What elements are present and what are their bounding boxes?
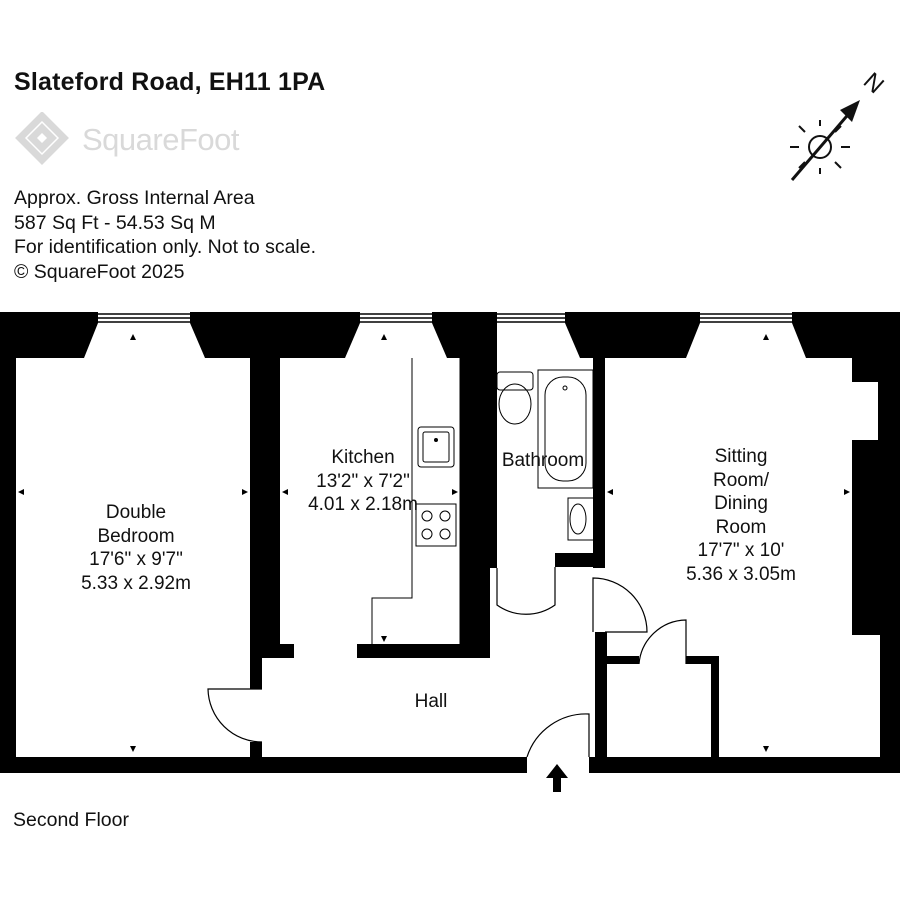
squarefoot-logo: SquareFoot bbox=[12, 111, 272, 168]
sitting-room-metric: 5.36 x 3.05m bbox=[686, 563, 796, 585]
window-kitchen bbox=[360, 313, 432, 323]
kitchen-hob-icon bbox=[415, 503, 457, 547]
property-address: Slateford Road, EH11 1PA bbox=[14, 68, 326, 96]
bedroom-imperial: 17'6" x 9'7" bbox=[89, 549, 183, 570]
top-wall-bedroom-right bbox=[190, 312, 360, 358]
top-wall-bath-right bbox=[565, 312, 700, 358]
bathtub-icon bbox=[537, 369, 594, 489]
bathroom-name: Bathroom bbox=[501, 450, 585, 471]
sitting-room-name: Room/ bbox=[713, 469, 769, 491]
window-bathroom bbox=[497, 313, 565, 323]
compass-icon: N bbox=[790, 70, 889, 181]
sitting-room-name: Sitting bbox=[714, 446, 768, 467]
bath-hall-wall bbox=[487, 356, 497, 568]
entrance-arrow-icon bbox=[546, 764, 568, 792]
area-info-size: 587 Sq Ft - 54.53 Sq M bbox=[14, 211, 216, 234]
window-sitting bbox=[700, 313, 792, 323]
bedroom-hall-wall bbox=[250, 644, 262, 689]
floor-label: Second Floor bbox=[13, 809, 129, 831]
cupboard-top-wall bbox=[607, 656, 639, 664]
bottom-wall-left bbox=[0, 757, 527, 773]
copyright: © SquareFoot 2025 bbox=[14, 260, 185, 283]
squarefoot-logo-icon bbox=[15, 111, 69, 165]
dimension-marker bbox=[130, 334, 136, 340]
top-wall-right bbox=[792, 312, 900, 757]
kitchen-bottom-stub bbox=[262, 644, 294, 658]
kitchen-metric: 4.01 x 2.18m bbox=[308, 494, 418, 515]
kitchen-label: Kitchen 13'2" x 7'2" 4.01 x 2.18m bbox=[288, 446, 438, 517]
bedroom-kitchen-wall bbox=[250, 356, 280, 644]
bedroom-name: Bedroom bbox=[97, 525, 175, 547]
door-entrance bbox=[526, 713, 590, 758]
bedroom-hall-wall-lower bbox=[250, 742, 262, 757]
bath-sitting-wall bbox=[593, 356, 605, 568]
door-bedroom bbox=[207, 688, 263, 743]
bedroom-label: Double Bedroom 17'6" x 9'7" 5.33 x 2.92m bbox=[61, 501, 211, 595]
kitchen-sink-icon bbox=[417, 426, 455, 468]
sitting-room-imperial: 17'7" x 10' bbox=[697, 540, 785, 561]
sitting-room-name: Room bbox=[715, 516, 767, 538]
logo-text: SquareFoot bbox=[82, 122, 240, 157]
toilet-icon bbox=[496, 371, 534, 425]
bathroom-label: Bathroom bbox=[483, 449, 603, 473]
kitchen-imperial: 13'2" x 7'2" bbox=[316, 470, 410, 492]
door-bathroom bbox=[496, 567, 556, 615]
door-sitting bbox=[592, 577, 648, 633]
kitchen-bottom-wall bbox=[357, 644, 490, 658]
top-wall-kitchen-right bbox=[432, 312, 497, 358]
kitchen-bath-wall bbox=[460, 356, 490, 658]
cupboard-right-wall bbox=[711, 656, 719, 757]
bottom-wall-right bbox=[589, 757, 900, 773]
sitting-room-name: Dining bbox=[714, 493, 768, 514]
cupboard-left-wall bbox=[595, 632, 607, 757]
area-info-line: Approx. Gross Internal Area bbox=[14, 187, 255, 209]
bedroom-metric: 5.33 x 2.92m bbox=[81, 572, 191, 594]
disclaimer: For identification only. Not to scale. bbox=[14, 236, 317, 258]
door-cupboard bbox=[638, 619, 687, 665]
hall-name: Hall bbox=[414, 691, 448, 712]
cupboard-top-right bbox=[686, 656, 718, 664]
area-info: Approx. Gross Internal Area 587 Sq Ft - … bbox=[14, 186, 316, 284]
top-wall-left bbox=[0, 312, 98, 757]
kitchen-counter bbox=[371, 358, 461, 644]
sitting-room-label: Sitting Room/ Dining Room 17'7" x 10' 5.… bbox=[666, 445, 816, 586]
bedroom-name: Double bbox=[105, 502, 167, 523]
bath-bottom-right bbox=[555, 553, 605, 567]
basin-icon bbox=[567, 497, 593, 541]
hall-label: Hall bbox=[381, 690, 481, 714]
window-bedroom bbox=[98, 313, 190, 323]
kitchen-name: Kitchen bbox=[331, 447, 395, 468]
